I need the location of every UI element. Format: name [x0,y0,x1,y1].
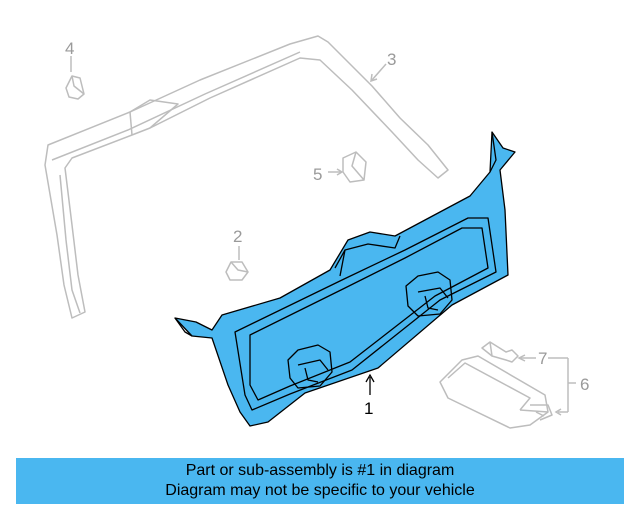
part-7-bulb [481,341,519,363]
part-5-stop [328,151,367,183]
callout-3: 3 [387,50,396,69]
callout-5: 5 [313,165,322,184]
callout-2: 2 [233,227,242,246]
callout-6: 6 [580,375,589,394]
leader-1 [365,373,375,395]
callout-4: 4 [65,39,74,58]
parts-diagram: 1 2 3 4 5 6 7 [44,35,589,429]
callout-7: 7 [538,349,547,368]
part-4-clip [65,56,85,100]
info-banner: Part or sub-assembly is #1 in diagram Di… [16,458,624,504]
part-2-clip [225,246,249,281]
part-6-lamp-assembly [439,355,553,429]
part-3-header-frame [44,35,449,319]
banner-line-2: Diagram may not be specific to your vehi… [165,482,475,499]
leaders-6-7 [517,354,576,416]
callout-1: 1 [364,399,373,418]
leader-3 [370,63,387,83]
part-1-trim-panel [174,131,516,427]
banner-line-1: Part or sub-assembly is #1 in diagram [185,462,455,479]
